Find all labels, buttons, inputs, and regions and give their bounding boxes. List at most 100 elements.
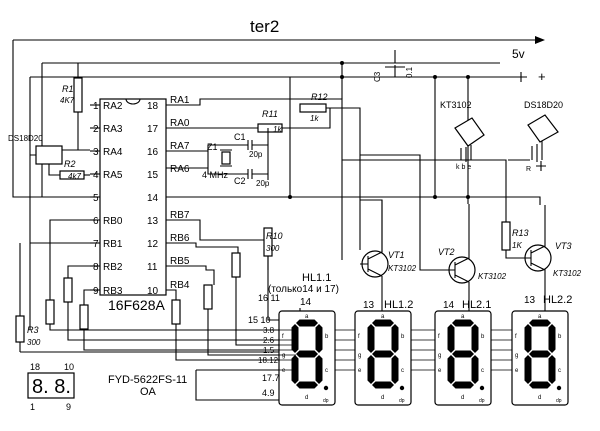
svg-text:OA: OA [140,386,157,398]
dp-letter: dp [323,398,329,404]
svg-text:KT3102: KT3102 [553,269,582,278]
display-segment [315,324,323,353]
mcu-pin-name: RB1 [103,239,123,250]
svg-text:Z1: Z1 [207,142,218,152]
svg-text:VT2: VT2 [438,247,455,257]
segment-letter: f [438,334,440,340]
svg-text:R: R [526,166,531,173]
segment-letter: d [461,395,464,401]
ds18d20-package: DS18D20 R [508,100,563,173]
mcu-pin-number: 13 [147,216,159,227]
mcu-pin-number: 10 [147,286,159,297]
segment-letter: d [381,395,384,401]
segment-letter: g [358,353,361,359]
display-segment [391,355,399,384]
display-segment [367,324,375,353]
svg-text:1.5: 1.5 [263,346,275,355]
segment-letter: f [515,334,517,340]
svg-text:C2: C2 [234,176,246,186]
svg-text:2.6: 2.6 [263,336,275,345]
mcu-pin-number: 7 [93,239,99,250]
decimal-point [556,385,562,391]
display-hl21-label: HL2.1 [462,299,491,311]
crystal-z1: Z1 4 MHz [202,142,232,180]
segment-letter: f [282,334,284,340]
svg-text:0.1: 0.1 [405,66,414,78]
mcu-pin-name: RA3 [103,124,123,135]
segment-letter: d [538,395,541,401]
svg-text:R3: R3 [27,325,39,335]
display-segment [548,355,556,384]
display-segment [296,381,318,389]
display-segment [452,350,474,358]
svg-text:1k: 1k [310,114,319,123]
display-segment [372,350,394,358]
mcu-pin-number: 4 [93,170,99,181]
resistor-r1: R1 4K7 [60,63,83,150]
mcu-pin-name: RA1 [170,95,190,106]
svg-text:k b e: k b e [456,164,471,171]
mcu-pin-name: RA0 [170,118,190,129]
decimal-point [323,385,329,391]
svg-text:FYD-5622FS-11: FYD-5622FS-11 [108,374,187,386]
display-hl12-label: HL1.2 [384,299,413,311]
mcu-pin-name: RB4 [170,280,190,291]
svg-text:KT3102: KT3102 [440,100,472,110]
display-segment [452,319,474,327]
mcu-pin-name: RB3 [103,286,123,297]
decimal-point [399,385,405,391]
svg-text:KT3102: KT3102 [478,272,507,281]
display-segment [391,324,399,353]
display-segment [315,355,323,384]
svg-text:4K7: 4K7 [60,96,75,105]
decimal-point [479,385,485,391]
dp-letter: dp [479,398,485,404]
display-module-legend: 18 10 8. 8. 1 9 FYD-5622FS-11 OA [27,362,187,412]
svg-text:4k7: 4k7 [68,172,81,181]
display-hl21-pin: 14 [443,300,455,311]
kt3102-package: KT3102 k b e [440,100,485,171]
segment-letter: c [481,368,484,374]
mcu-pin-name: RA6 [170,164,190,175]
mcu-pin-number: 1 [93,101,99,112]
svg-text:20p: 20p [249,150,263,159]
segment-letter: a [538,314,542,320]
display-hl11-note: (только14 и 17) [268,284,339,295]
display-segment [447,324,455,353]
capacitor-c2: C2 20p [226,169,270,188]
svg-text:R11: R11 [262,109,278,119]
display-segment [291,324,299,353]
svg-text:17.7: 17.7 [262,373,280,383]
dp-letter: dp [399,398,405,404]
transistor-vt2: VT2 KT3102 [360,154,507,300]
display-hl11-label: HL1.1 [302,272,331,284]
segment-letter: c [401,368,404,374]
mcu-pin-number: 8 [93,262,99,273]
mcu-pin-name: RA4 [103,147,123,158]
mcu-pin-number: 3 [93,147,99,158]
transistor-vt3: VT3 KT3102 [505,205,582,300]
resistor-r13: R13 1K [342,159,529,251]
segment-letter: e [358,368,362,374]
svg-text:1k: 1k [273,125,282,134]
mcu-pin-number: 15 [147,170,159,181]
mcu-pin-number: 18 [147,101,159,112]
display-segment [296,319,318,327]
svg-text:C3: C3 [373,71,382,82]
mcu-pin-number: 6 [93,216,99,227]
svg-text:R13: R13 [512,228,529,238]
mcu-pin-number: 14 [147,193,159,204]
sensor-ds18d20: DS18D20 [8,134,63,176]
svg-text:DS18D20: DS18D20 [524,100,563,110]
segment-letter: c [325,368,328,374]
rail-plus-label: + [538,69,546,84]
display-segment [471,355,479,384]
mcu-pin-number: 17 [147,124,159,135]
resistor-r12 [299,103,327,113]
svg-text:R1: R1 [62,84,74,94]
svg-text:R2: R2 [64,159,76,169]
